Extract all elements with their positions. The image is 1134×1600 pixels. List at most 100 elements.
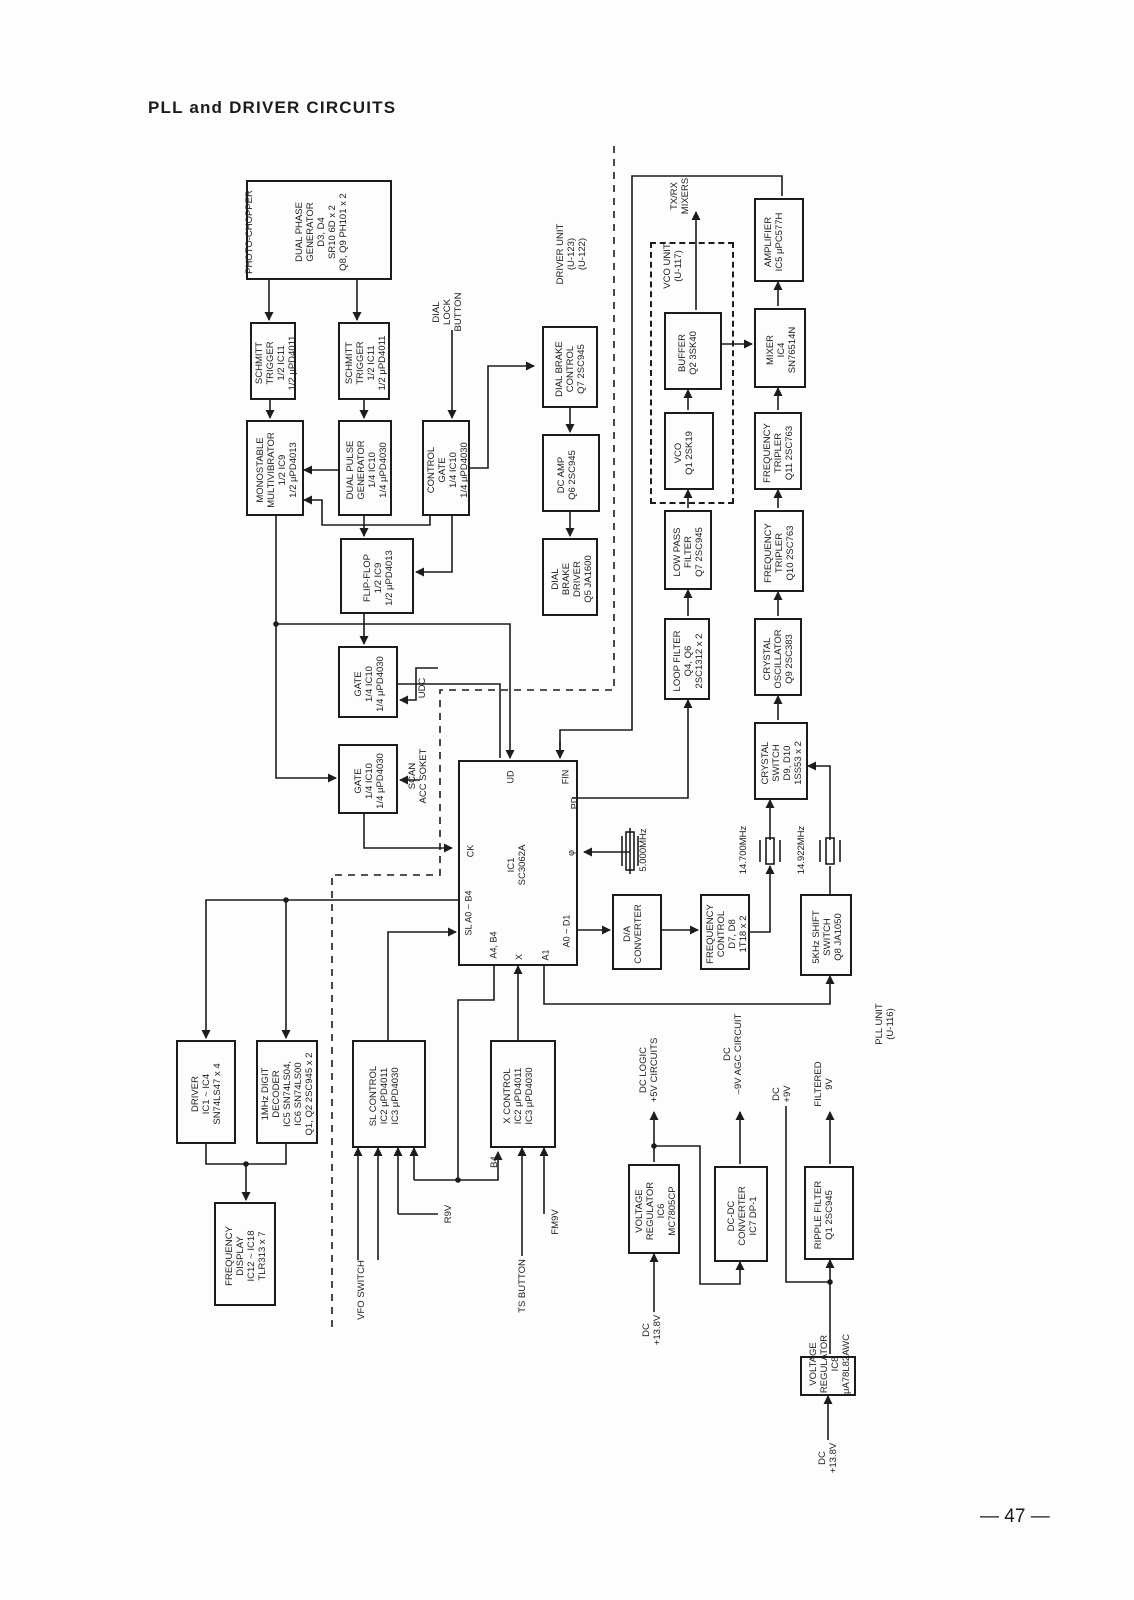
- block-line: 1/4 IC10: [364, 666, 375, 702]
- block-line: 5KHz SHIFT: [811, 910, 822, 964]
- block-line: FREQUENCY: [762, 423, 773, 483]
- block-line: CONVERTER: [737, 1186, 748, 1246]
- block-line: CRYSTAL: [762, 637, 773, 681]
- fm9v-label: FM9V: [550, 1209, 561, 1235]
- block-line: IC5 SN74LS04,: [282, 1061, 293, 1128]
- block-line: IC6 SN74LS00: [293, 1062, 304, 1126]
- buffer-block: BUFFER Q2 3SK40: [664, 312, 722, 390]
- crystal-switch-block: CRYSTAL SWITCH D9, D10 1SS53 x 2: [754, 722, 808, 800]
- block-line: GENERATOR: [305, 202, 316, 262]
- block-text: SL CONTROL IC2 μPD4011 IC3 μPD4030: [354, 1042, 428, 1150]
- pin-sl: SL A0 ~ B4: [463, 890, 474, 936]
- block-line: GATE: [353, 768, 364, 794]
- crystal-oscillator-block: CRYSTAL OSCILLATOR Q9 2SC383: [754, 618, 802, 696]
- block-text: BUFFER Q2 3SK40: [666, 314, 724, 392]
- block-line: MONOSTABLE: [255, 437, 266, 503]
- block-line: IC12 ~ IC18: [246, 1230, 257, 1282]
- block-line: Q1 2SC945: [824, 1190, 835, 1240]
- xtal-14700-label: 14.700MHz: [738, 825, 749, 875]
- block-line: DECODER: [271, 1070, 282, 1118]
- dial-brake-control-block: DIAL BRAKE CONTROL Q7 2SC945: [542, 326, 598, 408]
- block-text: FREQUENCY TRIPLER Q10 2SC763: [756, 512, 806, 594]
- frequency-tripler-2-block: FREQUENCY TRIPLER Q10 2SC763: [754, 510, 804, 592]
- block-line: GENERATOR: [356, 440, 367, 500]
- block-line: Q7 2SC945: [576, 344, 587, 394]
- block-line: 1T18 x 2: [738, 915, 749, 953]
- dc-13v8-label-2: DC +13.8V: [817, 1435, 841, 1481]
- pin-fin: FIN: [560, 769, 571, 785]
- block-line: D/A: [622, 926, 633, 942]
- vfo-switch-label: VFO SWITCH: [356, 1260, 367, 1320]
- block-line: DRIVER: [572, 561, 583, 597]
- block-line: 1/2 IC11: [276, 345, 287, 381]
- block-line: 1/2 IC11: [366, 345, 377, 381]
- block-line: IC6: [656, 1203, 667, 1219]
- agc-supply-label: DC –9V AGC CIRCUIT: [722, 1008, 746, 1100]
- block-line: 1/4 IC10: [448, 452, 459, 488]
- block-line: Q9 2SC383: [784, 634, 795, 684]
- block-text: FLIP-FLOP 1/2 IC9 1/2 μPD4013: [342, 540, 416, 616]
- block-line: 1/4 IC10: [367, 452, 378, 488]
- block-line: VOLTAGE: [634, 1189, 645, 1233]
- block-line: 1/4 μPD4030: [375, 753, 386, 809]
- block-line: D3, D4: [316, 217, 327, 247]
- filtered-9v-label: FILTERED 9V: [813, 1055, 837, 1113]
- block-line: LOW PASS: [672, 527, 683, 577]
- block-line: BRAKE: [561, 562, 572, 596]
- block-text: DUAL PULSE GENERATOR 1/4 IC10 1/4 μPD403…: [340, 422, 394, 518]
- block-line: Q5 JA1600: [583, 555, 594, 603]
- block-line: IC8: [830, 1356, 841, 1372]
- block-line: IC2 μPD4011: [379, 1067, 390, 1125]
- block-text: SCHMITT TRIGGER 1/2 IC11 1/2 μPD4011: [252, 324, 298, 402]
- label-line: DC: [817, 1451, 828, 1465]
- block-line: DIAL BRAKE: [554, 341, 565, 397]
- b4-label: B4: [489, 1156, 500, 1168]
- block-line: Q1 2SK19: [684, 431, 695, 475]
- pin-pd: PD: [569, 796, 580, 810]
- label-line: +13.8V: [828, 1442, 839, 1474]
- label-line: (U-117): [673, 250, 684, 282]
- label-line: ACC SOKET: [418, 748, 429, 804]
- vco-unit-label: VCO UNIT (U-117): [662, 238, 686, 294]
- voltage-regulator-2-block: VOLTAGE REGULATOR IC8 μA78L82AWC: [800, 1334, 856, 1396]
- block-text: X CONTROL IC2 μPD4011 IC3 μPD4030: [492, 1042, 558, 1150]
- pin-ud: UD: [505, 770, 516, 784]
- block-line: 1/2 μPD4013: [288, 442, 299, 498]
- block-line: TLR313 x 7: [257, 1231, 268, 1281]
- block-line: TRIGGER: [355, 341, 366, 385]
- pin-phi: φ: [565, 850, 576, 856]
- block-line: IC3 μPD4030: [524, 1067, 535, 1125]
- block-line: IC1: [506, 857, 517, 873]
- dial-brake-driver-block: DIAL BRAKE DRIVER Q5 JA1600: [542, 538, 598, 616]
- voltage-regulator-1-block: VOLTAGE REGULATOR IC6 MC7805CP: [628, 1164, 680, 1254]
- block-text: CRYSTAL SWITCH D9, D10 1SS53 x 2: [756, 724, 810, 802]
- block-text: VOLTAGE REGULATOR IC8 μA78L82AWC: [802, 1316, 858, 1412]
- block-text: RIPPLE FILTER Q1 2SC945: [806, 1168, 856, 1262]
- dual-pulse-generator-block: DUAL PULSE GENERATOR 1/4 IC10 1/4 μPD403…: [338, 420, 392, 516]
- block-line: FILTER: [683, 535, 694, 569]
- block-line: OSCILLATOR: [773, 629, 784, 689]
- block-text: FREQUENCY TRIPLER Q11 2SC763: [756, 414, 804, 492]
- label-line: DIAL: [431, 301, 442, 323]
- block-line: VCO: [673, 442, 684, 464]
- block-line: TRIPLER: [774, 532, 785, 574]
- block-line: FREQUENCY: [224, 1226, 235, 1286]
- block-line: SR10 6D x 2: [327, 205, 338, 259]
- block-line: GATE: [437, 457, 448, 483]
- block-line: SCHMITT: [344, 341, 355, 385]
- block-line: IC3 μPD4030: [390, 1067, 401, 1125]
- block-line: SWITCH: [771, 744, 782, 782]
- block-text: DRIVER IC1 ~ IC4 SN74LS47 x 4: [178, 1042, 238, 1146]
- block-line: IC7 DP-1: [748, 1196, 759, 1236]
- block-line: SC3062A: [517, 844, 528, 886]
- frequency-control-block: FREQUENCY CONTROL D7, D8 1T18 x 2: [700, 894, 750, 970]
- ic1-sc3062a-block: IC1 SC3062A UD FIN PD φ CK SL A0 ~ B4 A4…: [458, 760, 580, 966]
- block-line: FREQUENCY: [763, 523, 774, 583]
- block-line: DC-DC: [726, 1200, 737, 1232]
- block-line: DUAL PHASE: [294, 202, 305, 262]
- block-line: FLIP-FLOP: [362, 553, 373, 603]
- block-text: SCHMITT TRIGGER 1/2 IC11 1/2 μPD4011: [340, 324, 392, 402]
- block-text: FREQUENCY CONTROL D7, D8 1T18 x 2: [702, 896, 752, 972]
- block-line: 1/4 IC10: [364, 763, 375, 799]
